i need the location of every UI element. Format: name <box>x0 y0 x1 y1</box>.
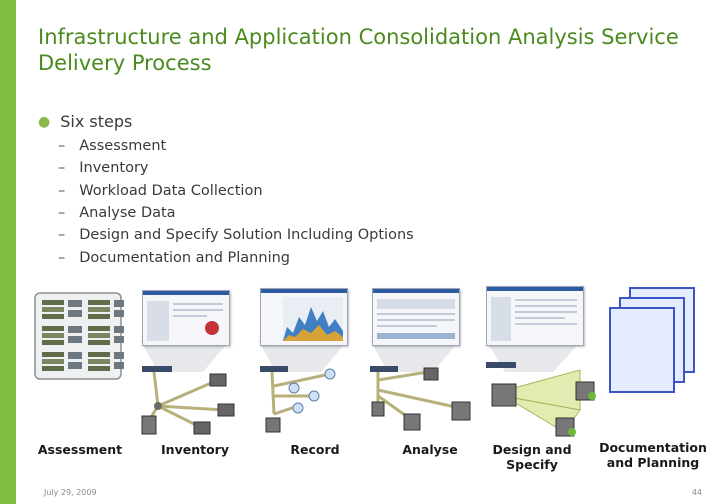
step-item: –Analyse Data <box>38 202 698 224</box>
dash-icon: – <box>58 160 66 177</box>
step-item: –Assessment <box>38 135 698 157</box>
document-stack-icon <box>609 287 695 393</box>
dash-icon: – <box>58 249 66 266</box>
steps-list: –Assessment –Inventory –Workload Data Co… <box>38 135 698 269</box>
bullet-text: Six steps <box>60 112 133 131</box>
dash-icon: – <box>58 138 66 155</box>
stage-label: Design and Specify <box>492 442 572 472</box>
step-text: Documentation and Planning <box>79 249 290 266</box>
network-diagram-icon <box>370 366 471 431</box>
page-number: 44 <box>691 488 702 497</box>
bullet-six-steps: ● Six steps <box>38 112 698 131</box>
stage-label: Analyse <box>402 442 458 457</box>
dash-icon: – <box>58 205 66 222</box>
analyse-screenshot <box>372 288 460 346</box>
stage-label: Documentation and Planning <box>599 440 707 470</box>
slide-title: Infrastructure and Application Consolida… <box>38 25 679 75</box>
network-diagram-icon <box>486 362 596 437</box>
process-diagram <box>30 282 720 442</box>
step-item: –Design and Specify Solution Including O… <box>38 224 698 246</box>
step-item: –Inventory <box>38 157 698 179</box>
dash-icon: – <box>58 182 66 199</box>
network-diagram-icon <box>260 366 336 433</box>
step-item: –Workload Data Collection <box>38 180 698 202</box>
stage-label: Assessment <box>37 442 123 457</box>
inventory-screenshot <box>142 290 230 346</box>
design-screenshot <box>486 286 584 346</box>
rack-servers-icon <box>34 292 124 380</box>
bullet-dot-icon: ● <box>38 113 51 130</box>
step-text: Assessment <box>79 138 167 155</box>
record-screenshot <box>260 288 348 346</box>
bullet-list: ● Six steps –Assessment –Inventory –Work… <box>38 112 698 269</box>
step-text: Analyse Data <box>79 205 176 222</box>
step-text: Design and Specify Solution Including Op… <box>79 227 414 244</box>
stage-label: Record <box>290 442 340 457</box>
step-text: Workload Data Collection <box>79 182 263 199</box>
step-item: –Documentation and Planning <box>38 246 698 268</box>
step-text: Inventory <box>79 160 149 177</box>
accent-bar <box>0 0 16 504</box>
stage-label: Inventory <box>161 442 229 457</box>
footer-date: July 29, 2009 <box>44 488 97 497</box>
dash-icon: – <box>58 227 66 244</box>
network-diagram-icon <box>141 366 235 435</box>
